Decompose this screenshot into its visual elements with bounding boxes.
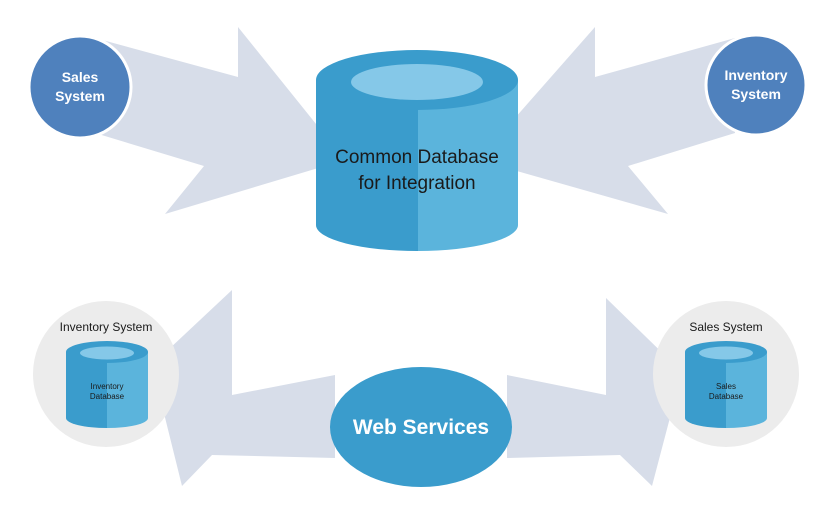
common-db-label-2: for Integration <box>358 173 475 194</box>
sales-host: Sales System Sales Database <box>653 301 799 447</box>
inventory-db-label-1: Inventory <box>91 382 124 391</box>
inventory-system-label-1: Inventory <box>724 67 787 83</box>
sales-host-title: Sales System <box>689 320 762 334</box>
arrow-inventory-to-db <box>478 27 735 214</box>
arrow-web-to-inventory <box>152 290 335 486</box>
sales-db-label-2: Database <box>709 392 744 401</box>
sales-system-label-1: Sales <box>62 69 99 85</box>
sales-system-label-2: System <box>55 88 105 104</box>
arrow-web-to-sales <box>507 298 682 486</box>
inventory-system-node: Inventory System <box>704 33 808 137</box>
sales-system-node: Sales System <box>27 34 133 140</box>
web-services-node: Web Services <box>330 367 512 487</box>
sales-db-label-1: Sales <box>716 382 736 391</box>
arrow-sales-to-db <box>95 27 345 214</box>
inventory-host: Inventory System Inventory Database <box>33 301 179 447</box>
sales-database-cylinder: Sales Database <box>685 341 767 428</box>
inventory-db-label-2: Database <box>90 392 125 401</box>
common-database-cylinder: Common Database for Integration <box>315 50 518 252</box>
common-db-label-1: Common Database <box>335 147 499 168</box>
web-services-label: Web Services <box>353 416 489 439</box>
inventory-system-label-2: System <box>731 86 781 102</box>
inventory-host-title: Inventory System <box>60 320 153 334</box>
inventory-database-cylinder: Inventory Database <box>66 341 148 428</box>
